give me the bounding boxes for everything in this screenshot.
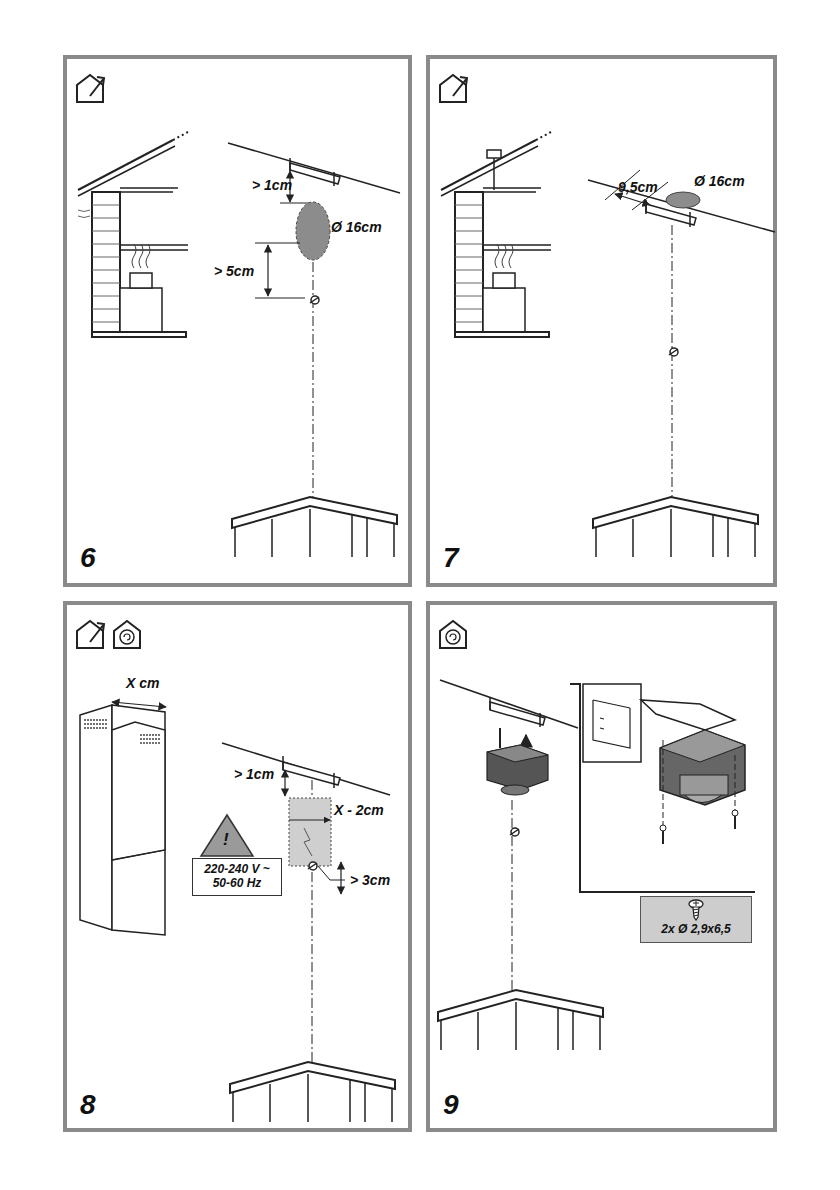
dimension-label: > 1cm bbox=[252, 178, 292, 193]
dimension-label: > 5cm bbox=[214, 264, 254, 279]
dimension-label: X - 2cm bbox=[334, 803, 384, 818]
step-number: 7 bbox=[443, 543, 459, 574]
screw-spec-box: 2x Ø 2,9x6,5 bbox=[640, 896, 752, 943]
step-number: 8 bbox=[80, 1090, 96, 1121]
dimension-label: 9,5cm bbox=[618, 180, 658, 195]
voltage-warning-box: 220-240 V ~ 50-60 Hz bbox=[192, 858, 282, 896]
dimension-label: Ø 16cm bbox=[694, 174, 745, 189]
dimension-label: X cm bbox=[126, 676, 159, 691]
dimension-label: > 1cm bbox=[234, 767, 274, 782]
warning-mark: ! bbox=[223, 831, 229, 850]
box-text: 2x Ø 2,9x6,5 bbox=[645, 923, 747, 937]
box-text: 220-240 V ~ 50-60 Hz bbox=[197, 863, 277, 891]
step-number: 9 bbox=[443, 1090, 459, 1121]
screw-icon bbox=[686, 899, 706, 921]
dimension-label: Ø 16cm bbox=[331, 220, 382, 235]
step-number: 6 bbox=[80, 543, 96, 574]
dimension-label: > 3cm bbox=[350, 873, 390, 888]
